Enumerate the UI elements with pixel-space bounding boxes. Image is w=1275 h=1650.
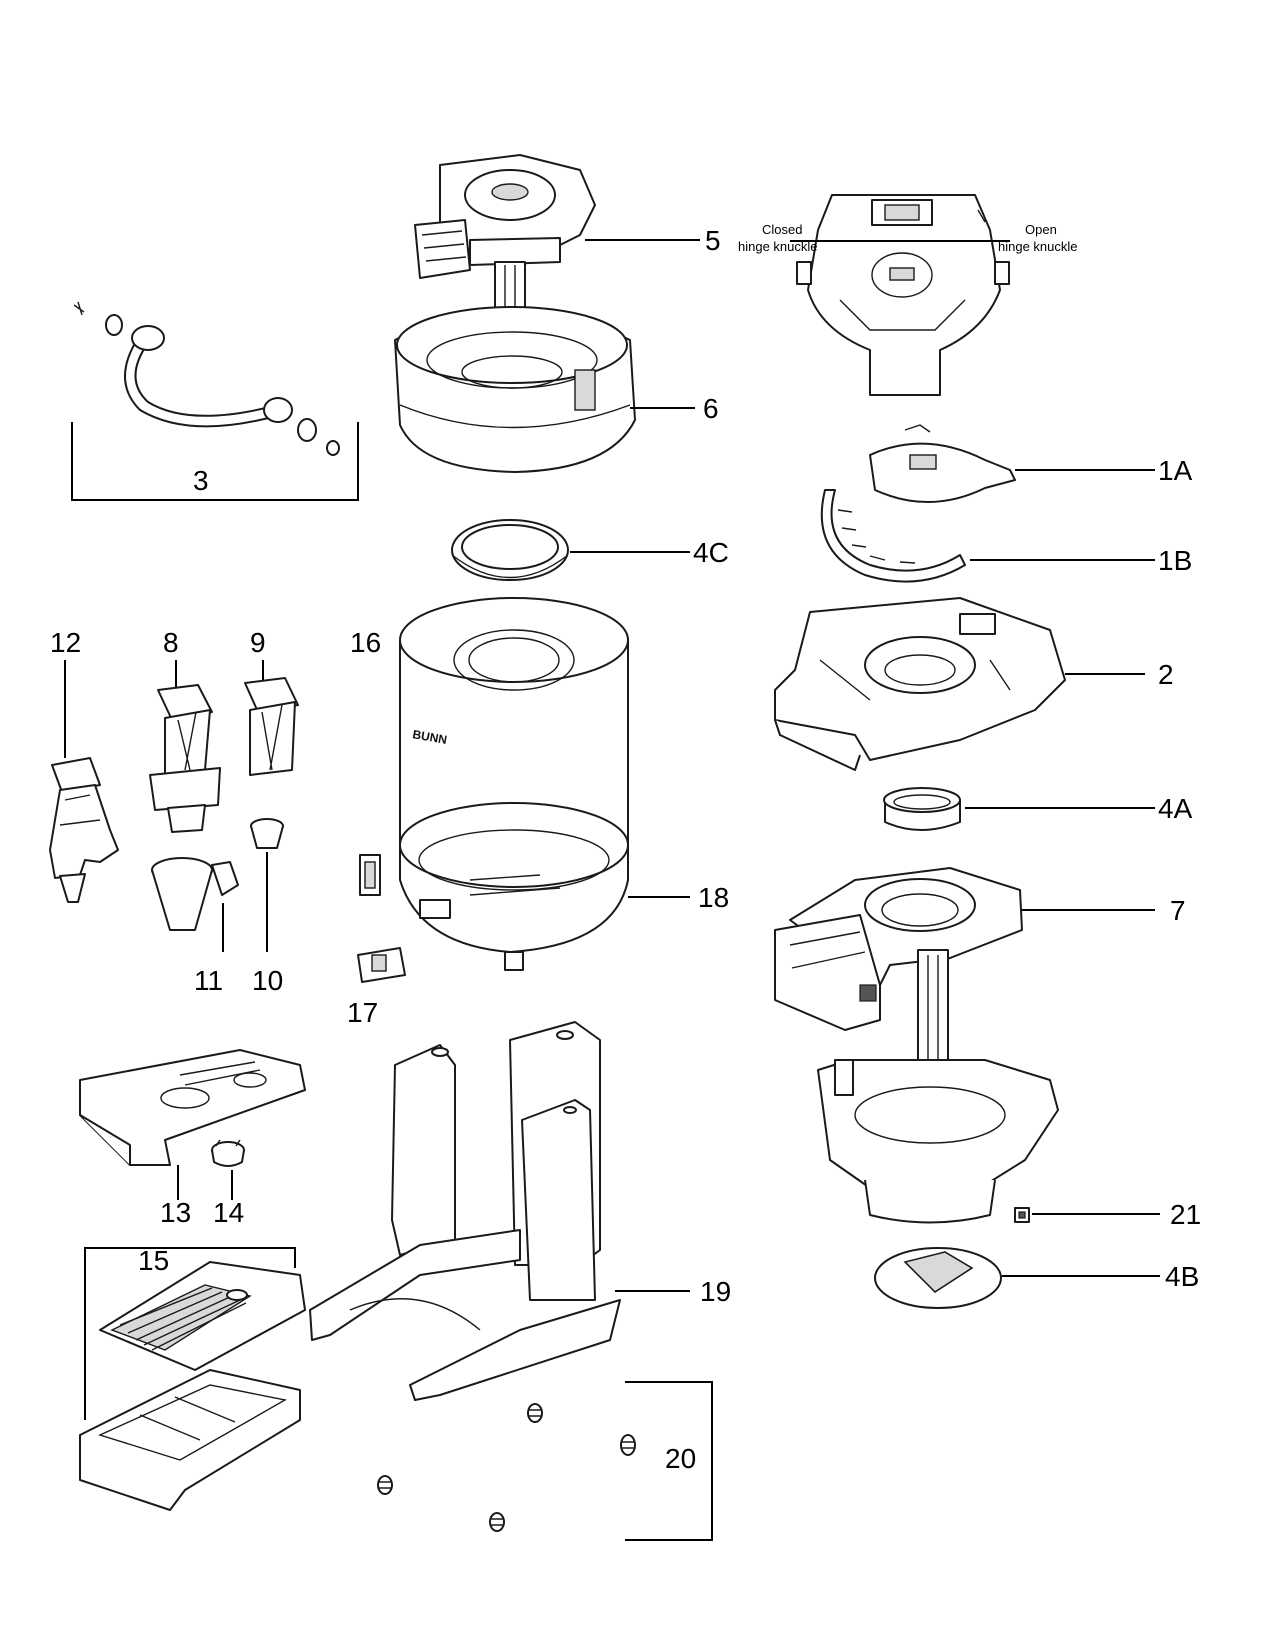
part-4A-collar	[883, 787, 961, 831]
callout-13: 13	[160, 1197, 191, 1228]
part-19-base-frame	[309, 1021, 621, 1401]
callout-21: 21	[1170, 1199, 1201, 1230]
part-11-funnel-cup	[151, 857, 239, 931]
washer-small-icon	[73, 301, 85, 316]
callout-2: 2	[1158, 659, 1174, 690]
bracket-15	[84, 1247, 296, 1420]
callout-1B: 1B	[1158, 545, 1192, 576]
part-1A-lid	[869, 424, 1016, 503]
part-12-faucet	[49, 757, 119, 903]
part-6-funnel-bowl	[394, 306, 636, 473]
callout-3: 3	[193, 465, 209, 496]
callout-8: 8	[163, 627, 179, 658]
foot-icon	[377, 1475, 393, 1495]
closed-hinge-label-2: hinge knuckle	[738, 239, 818, 254]
part-15-grate	[99, 1261, 306, 1371]
hinge-detail-view	[790, 194, 1010, 396]
bracket-20	[625, 1381, 713, 1541]
callout-16: 16	[350, 627, 381, 658]
callout-18: 18	[698, 882, 729, 913]
callout-4A: 4A	[1158, 793, 1193, 824]
callout-11: 11	[194, 965, 223, 996]
callout-14: 14	[213, 1197, 244, 1228]
part-2-hinge-plate	[774, 597, 1066, 771]
callout-1A: 1A	[1158, 455, 1193, 486]
washer-icon	[326, 440, 340, 456]
callout-6: 6	[703, 393, 719, 424]
part-3-hose-kit	[73, 301, 340, 456]
callout-4B: 4B	[1165, 1261, 1199, 1292]
part-9-handle	[244, 677, 299, 776]
callout-5: 5	[705, 225, 721, 256]
part-20-feet	[377, 1403, 636, 1532]
open-hinge-label-2: hinge knuckle	[998, 239, 1078, 254]
part-4B-square-gasket	[874, 1247, 1002, 1309]
foot-icon	[620, 1434, 636, 1456]
part-14-knob	[211, 1139, 245, 1167]
part-4C-gasket	[451, 519, 569, 581]
part-13-tray-top	[79, 1049, 306, 1166]
bunn-emblem: BUNN	[411, 727, 448, 747]
bracket-3	[71, 422, 359, 501]
washer-icon	[105, 314, 123, 336]
callout-7: 7	[1170, 895, 1186, 926]
callout-4C: 4C	[693, 537, 729, 568]
callout-12: 12	[50, 627, 81, 658]
part-7-funnel-drawer-assembly	[774, 867, 1059, 1224]
callout-19: 19	[700, 1276, 731, 1307]
open-hinge-label-1: Open	[1025, 222, 1057, 237]
part-1B-hinge-ring	[820, 489, 966, 583]
washer-icon	[297, 418, 317, 442]
closed-hinge-label-1: Closed	[762, 222, 802, 237]
part-8-faucet-handle	[149, 684, 221, 833]
part-21-fastener	[1014, 1207, 1030, 1223]
callout-10: 10	[252, 965, 283, 996]
part-18-tank: BUNN	[399, 597, 629, 971]
callout-20: 20	[665, 1443, 696, 1474]
part-17-clip	[357, 947, 406, 983]
callout-9: 9	[250, 627, 266, 658]
callout-17: 17	[347, 997, 378, 1028]
callout-15: 15	[138, 1245, 169, 1276]
part-16-clip	[359, 854, 381, 896]
part-15-drip-tray	[79, 1369, 301, 1511]
foot-icon	[489, 1512, 505, 1532]
part-10-cap	[250, 818, 284, 849]
foot-icon	[527, 1403, 543, 1423]
